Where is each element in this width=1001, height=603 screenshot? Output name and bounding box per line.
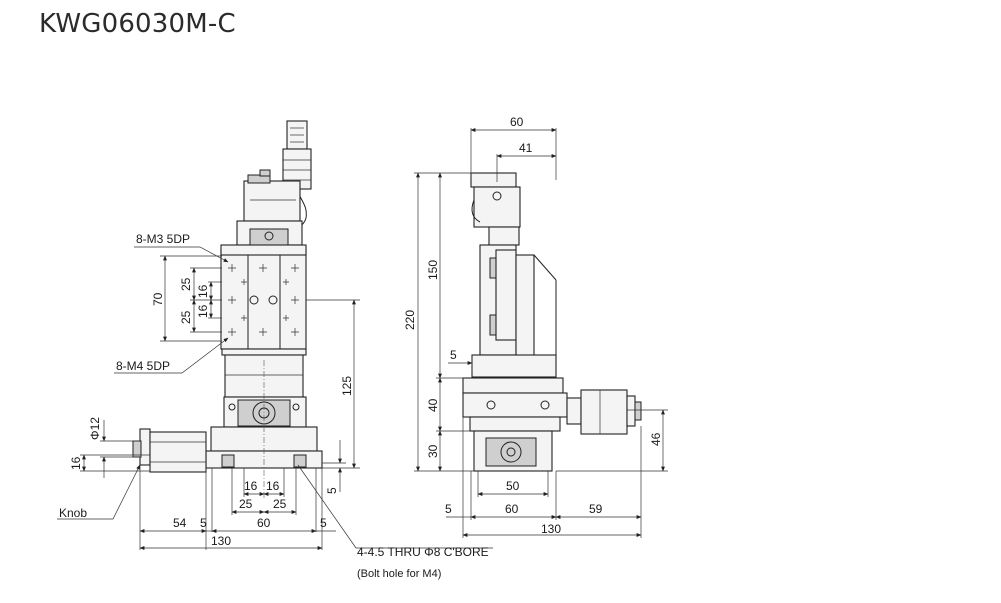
side-motor <box>473 186 521 228</box>
dim-16-b: 16 <box>196 304 210 318</box>
note-bolt: 4-4.5 THRU Φ8 C'BORE <box>357 545 489 559</box>
dim-70: 70 <box>151 292 165 306</box>
dim-130-left: 130 <box>211 534 231 548</box>
dim-60-top: 60 <box>510 115 524 129</box>
dim-16-left: 16 <box>69 456 83 470</box>
side-stage <box>462 392 568 418</box>
front-dimensions <box>57 246 493 550</box>
dim-41: 41 <box>519 141 533 155</box>
dim-5-small: 5 <box>325 487 339 494</box>
dim-40: 40 <box>426 398 440 412</box>
note-m4: 8-M4 5DP <box>116 359 170 373</box>
knob-motor <box>149 431 207 473</box>
side-view <box>462 172 642 472</box>
dim-5-side: 5 <box>450 348 457 362</box>
dim-30: 30 <box>426 444 440 458</box>
dim-130-right: 130 <box>541 522 561 536</box>
dim-59: 59 <box>589 502 603 516</box>
side-dimensions <box>414 128 668 538</box>
dim-25-b: 25 <box>179 310 193 324</box>
top-table <box>220 248 307 350</box>
dim-220: 220 <box>403 310 417 330</box>
note-m3: 8-M3 5DP <box>136 232 190 246</box>
dim-46: 46 <box>649 432 663 446</box>
dim-phi12: Φ12 <box>88 417 102 440</box>
dim-16-a: 16 <box>196 284 210 298</box>
front-view <box>132 120 323 500</box>
side-knob-motor <box>580 389 628 435</box>
dim-5-left: 5 <box>200 516 207 530</box>
dim-16-d: 16 <box>266 479 280 493</box>
dim-150: 150 <box>426 260 440 280</box>
motor-head <box>243 180 301 222</box>
note-knob: Knob <box>59 506 87 520</box>
dim-25-c: 25 <box>239 497 253 511</box>
dim-54: 54 <box>173 516 187 530</box>
dim-16-c: 16 <box>244 479 258 493</box>
dim-5-left2: 5 <box>320 516 327 530</box>
dim-60-left: 60 <box>257 516 271 530</box>
dim-125: 125 <box>340 376 354 396</box>
drawing-title: KWG06030M-C <box>39 9 236 39</box>
side-motor-cap <box>470 172 517 188</box>
dim-25-a: 25 <box>179 277 193 291</box>
dim-50: 50 <box>506 479 520 493</box>
dim-60-bottom: 60 <box>505 502 519 516</box>
dim-25-d: 25 <box>273 497 287 511</box>
note-bolt-sub: (Bolt hole for M4) <box>357 568 441 580</box>
dim-5-bottom: 5 <box>445 502 452 516</box>
